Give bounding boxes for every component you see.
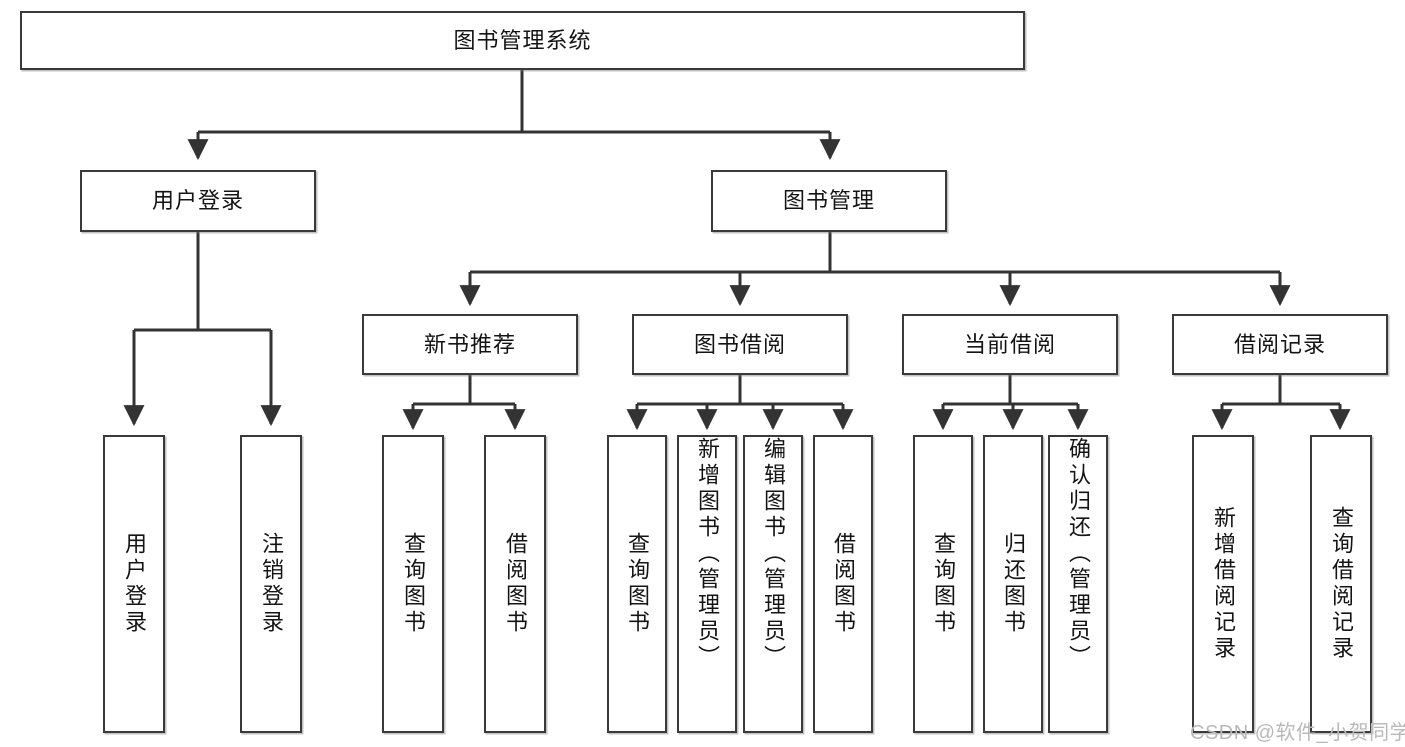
node-user-login-label: 用户登录 (151, 188, 244, 214)
leaf-query-book-2[interactable]: 查询图书 (607, 435, 667, 733)
leaf-borrow-book-1-label: 借阅图书 (503, 532, 528, 636)
node-book-manage-label: 图书管理 (782, 188, 875, 214)
leaf-query-book-2-label: 查询图书 (625, 532, 650, 636)
leaf-confirm-return-label: 确认归还（管理员） (1066, 437, 1091, 671)
node-book-manage[interactable]: 图书管理 (711, 170, 947, 232)
watermark-text: CSDN @软件_小贺同学 (1190, 722, 1405, 744)
leaf-return-book-label: 归还图书 (1001, 532, 1026, 636)
leaf-query-record[interactable]: 查询借阅记录 (1310, 435, 1372, 733)
leaf-edit-book[interactable]: 编辑图书（管理员） (743, 435, 803, 733)
leaf-add-record-label: 新增借阅记录 (1211, 506, 1236, 662)
leaf-add-record[interactable]: 新增借阅记录 (1192, 435, 1254, 733)
leaf-user-login-label: 用户登录 (122, 532, 147, 636)
node-current-borrow[interactable]: 当前借阅 (902, 314, 1118, 375)
leaf-user-logout[interactable]: 注销登录 (240, 435, 302, 733)
leaf-return-book[interactable]: 归还图书 (983, 435, 1043, 733)
leaf-query-book-3[interactable]: 查询图书 (913, 435, 973, 733)
node-new-book-rec[interactable]: 新书推荐 (362, 314, 578, 375)
node-user-login[interactable]: 用户登录 (80, 170, 316, 232)
leaf-edit-book-label: 编辑图书（管理员） (761, 437, 786, 671)
node-root-label: 图书管理系统 (453, 27, 592, 53)
node-root[interactable]: 图书管理系统 (20, 11, 1025, 70)
node-book-borrow-label: 图书借阅 (693, 331, 786, 357)
leaf-borrow-book-1[interactable]: 借阅图书 (484, 435, 546, 733)
node-borrow-record[interactable]: 借阅记录 (1172, 314, 1388, 375)
leaf-query-book-1-label: 查询图书 (401, 532, 426, 636)
leaf-user-logout-label: 注销登录 (259, 532, 284, 636)
leaf-query-record-label: 查询借阅记录 (1329, 506, 1354, 662)
node-book-borrow[interactable]: 图书借阅 (632, 314, 848, 375)
node-current-borrow-label: 当前借阅 (963, 331, 1056, 357)
leaf-borrow-book-2[interactable]: 借阅图书 (813, 435, 873, 733)
leaf-add-book-label: 新增图书（管理员） (695, 437, 720, 671)
leaf-query-book-1[interactable]: 查询图书 (382, 435, 444, 733)
node-new-book-rec-label: 新书推荐 (423, 331, 516, 357)
node-borrow-record-label: 借阅记录 (1233, 331, 1326, 357)
leaf-query-book-3-label: 查询图书 (931, 532, 956, 636)
leaf-add-book[interactable]: 新增图书（管理员） (677, 435, 737, 733)
leaf-confirm-return[interactable]: 确认归还（管理员） (1048, 435, 1108, 733)
leaf-user-login[interactable]: 用户登录 (103, 435, 165, 733)
leaf-borrow-book-2-label: 借阅图书 (831, 532, 856, 636)
